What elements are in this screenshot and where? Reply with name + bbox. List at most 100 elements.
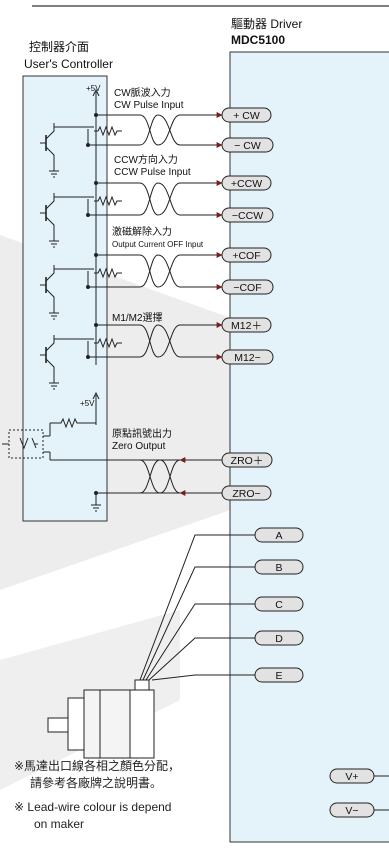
signal-3-twist-d [157, 324, 181, 358]
zero-label-en: Zero Output [112, 441, 166, 452]
signal-3-minus-pin-shape [221, 349, 274, 365]
zero-plus-pin: ZRO＋ [221, 452, 273, 468]
zero-label-zh: 原點訊號出力 [112, 429, 172, 440]
signal-3-plus-node [94, 323, 98, 327]
signal-0-transistor-resistor [94, 125, 122, 137]
driver-title: 驅動器 Driver [231, 17, 303, 31]
zero-gnd [91, 504, 101, 512]
motor-pin-c-shape [254, 596, 304, 612]
signal-0-plus-pin: + CW [221, 107, 272, 123]
signal-0-twist-d [157, 114, 181, 146]
signal-3-twist-b [120, 324, 159, 358]
driver-model: MDC5100 [231, 33, 286, 47]
signal-1-twist-b [120, 182, 159, 216]
power-pin-1-text: V− [345, 805, 358, 817]
motor-lead-e [151, 674, 232, 681]
signal-1-twist-a [120, 182, 159, 216]
signal-0-twist-a [120, 114, 159, 146]
signal-0-transistor-emitter [45, 146, 55, 163]
controller-title-zh: 控制器介面 [29, 40, 90, 54]
power-pin-0-shape [329, 768, 375, 784]
signal-2-minus-pin-text: −COF [233, 282, 261, 294]
zero-twist-a [130, 459, 161, 494]
signal-1-minus-pin-text: −CCW [232, 210, 263, 222]
motor-lead-c [145, 603, 232, 681]
signal-2-minus-pin: −COF [221, 279, 274, 295]
cw-label-en: CW Pulse Input [114, 100, 184, 111]
motor-shaft [47, 717, 69, 733]
plus5v-zero-arrow [92, 391, 100, 400]
motor-pin-e: E [254, 667, 304, 683]
signal-2-transistor-emitter [45, 288, 55, 305]
signal-0-minus-pin: − CW [221, 137, 274, 153]
signal-2-plus-pin: +COF [221, 247, 272, 263]
zero-plus-pin-shape [221, 452, 273, 468]
signal-0-transistor-gnd [49, 170, 59, 178]
note-en-line1: ※ Lead-wire colour is depend [14, 800, 172, 814]
note-zh-line1: ※馬達出口線各相之顏色分配， [14, 759, 181, 773]
signal-1-plus-pin-shape [221, 175, 272, 191]
note-en-line2: on maker [34, 817, 85, 831]
zero-twist-b [130, 459, 161, 494]
zero-minus-pin-text: ZRO− [232, 488, 260, 500]
signal-0-plus-pin-text: + CW [233, 110, 260, 122]
power-pin-0: V+ [329, 768, 375, 784]
signal-3-twist-a [120, 324, 159, 358]
power-pin-1: V− [329, 802, 375, 818]
signal-3-plus-pin: M12＋ [221, 317, 272, 333]
signal-1-plus-pin: +CCW [221, 175, 272, 191]
signal-3-minus-pin-text: M12− [234, 352, 261, 364]
motor-pin-b-shape [254, 559, 304, 575]
signal-1-transistor-resistor [94, 195, 122, 207]
zero-pullup-resistor [58, 417, 96, 429]
signal-0-twist-c [157, 114, 181, 146]
signal-0-plus-node [94, 113, 98, 117]
motor-pin-d-shape [254, 630, 304, 646]
motor-pin-a-text: A [275, 530, 282, 542]
signal-3-transistor-collector [45, 335, 55, 352]
motor-pin-e-text: E [275, 670, 282, 682]
signal-3-plus-pin-text: M12＋ [231, 320, 262, 332]
signal-3-plus-pin-shape [221, 317, 272, 333]
signal-2-plus-pin-text: +COF [232, 250, 260, 262]
power-pin-0-text: V+ [345, 771, 358, 783]
m12-label: M1/M2選擇 [112, 313, 163, 324]
controller-panel [22, 75, 108, 522]
controller-title-en: User's Controller [24, 57, 113, 71]
motor-lead-d [148, 637, 232, 681]
motor-endcap [129, 689, 155, 759]
cof-label-zh: 激磁解除入力 [112, 227, 172, 238]
motor-pin-a-shape [254, 527, 304, 543]
optocoupler-symbol [19, 437, 38, 450]
note-zh-line2: 請參考各廠牌之說明書。 [30, 776, 163, 790]
signal-0-minus-pin-text: − CW [234, 140, 261, 152]
ccw-label-en: CCW Pulse Input [114, 167, 191, 178]
signal-2-transistor-resistor [94, 267, 122, 279]
motor-pin-a: A [254, 527, 304, 543]
signal-2-plus-node [94, 253, 98, 257]
signal-3-minus-pin: M12− [221, 349, 274, 365]
signal-1-plus-pin-text: +CCW [231, 178, 262, 190]
cof-label-en: Output Current OFF Input [112, 240, 204, 249]
motor-pin-b: B [254, 559, 304, 575]
zero-plus-pin-text: ZRO＋ [231, 455, 264, 467]
signal-2-twist-c [157, 254, 181, 288]
motor-flange [67, 697, 85, 751]
signal-3-transistor-gnd [49, 382, 59, 390]
motor-pin-c: C [254, 596, 304, 612]
signal-1-transistor-collector [45, 193, 55, 210]
zero-minus-pin-shape [221, 485, 272, 501]
signal-3-transistor-resistor [94, 337, 122, 349]
ccw-label-zh: CCW方向入力 [114, 155, 178, 166]
motor-pin-e-shape [254, 667, 304, 683]
motor-pin-d: D [254, 630, 304, 646]
power-pin-1-shape [329, 802, 375, 818]
signal-1-transistor-gnd [49, 240, 59, 248]
signal-2-transistor-collector [45, 265, 55, 282]
motor-pin-c-text: C [275, 599, 283, 611]
signal-1-minus-pin: −CCW [221, 207, 274, 223]
signal-1-plus-node [94, 181, 98, 185]
driver-panel [229, 51, 389, 843]
